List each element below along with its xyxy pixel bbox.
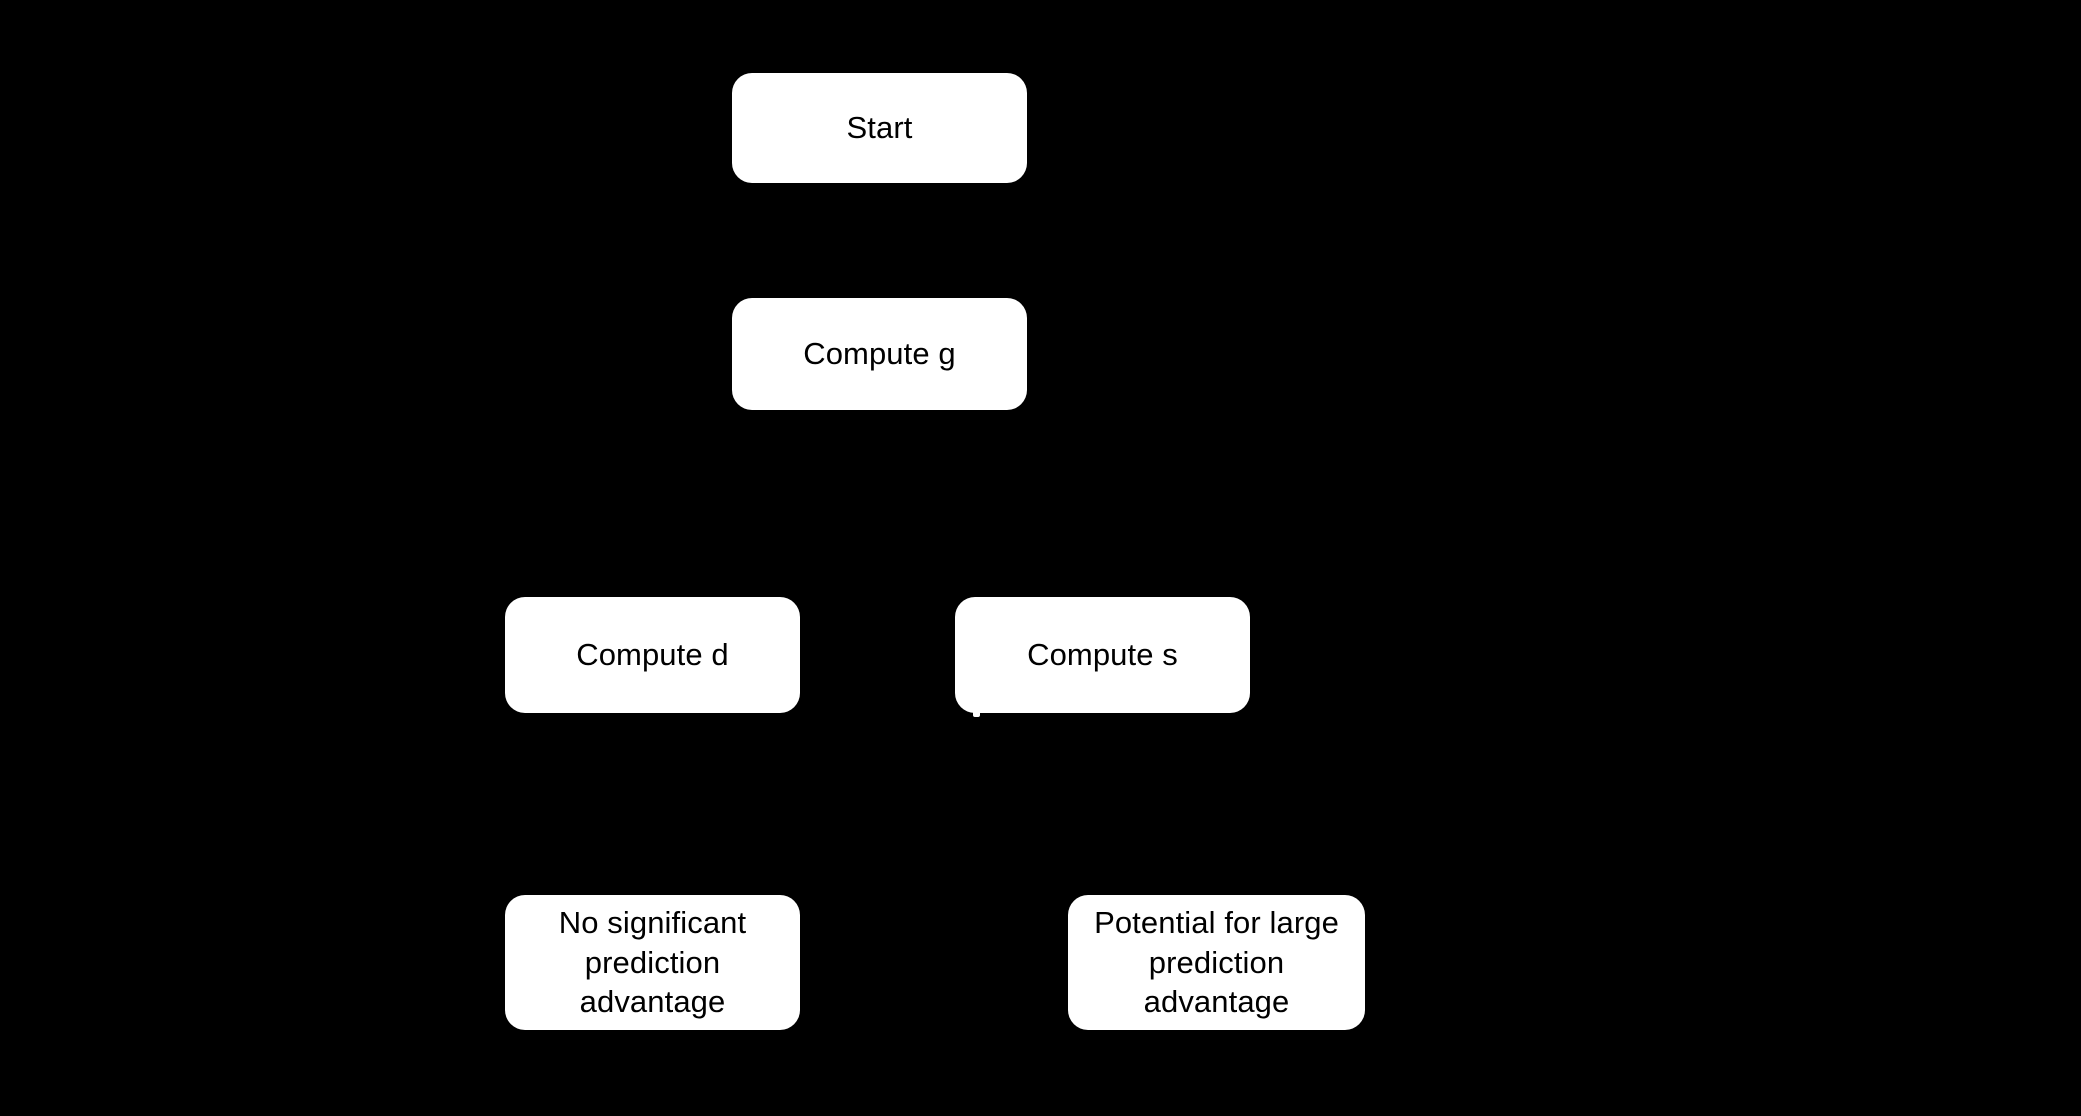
edge-compute-g-to-compute-s (877, 410, 1116, 598)
node-large-advantage-label: Potential for large prediction advantage (1094, 904, 1339, 1020)
node-compute-g[interactable]: Compute g (732, 298, 1027, 410)
node-compute-g-label: Compute g (803, 336, 956, 372)
node-potential-for-large-prediction-advantage[interactable]: Potential for large prediction advantage (1068, 895, 1365, 1030)
node-no-advantage-label: No significant prediction advantage (558, 904, 747, 1020)
edge-stub-compute-s (973, 709, 980, 717)
node-no-significant-prediction-advantage[interactable]: No significant prediction advantage (505, 895, 800, 1030)
node-start[interactable]: Start (732, 73, 1027, 183)
node-compute-s[interactable]: Compute s (955, 597, 1250, 713)
node-compute-s-label: Compute s (1027, 637, 1178, 673)
node-compute-d[interactable]: Compute d (505, 597, 800, 713)
edge-compute-s-to-large-advantage (1100, 713, 1230, 896)
node-compute-d-label: Compute d (576, 637, 729, 673)
node-start-label: Start (846, 110, 913, 146)
edge-compute-g-to-compute-d (638, 410, 881, 598)
